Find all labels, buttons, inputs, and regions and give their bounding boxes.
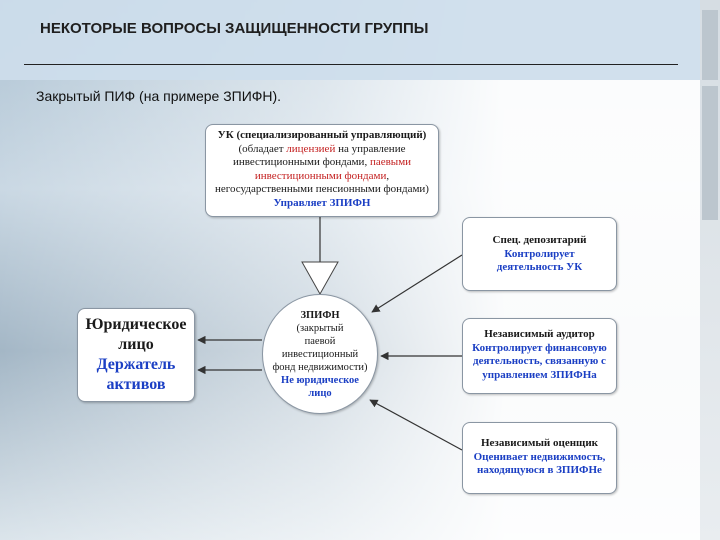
appraiser-arrow xyxy=(370,400,462,450)
auditor-line: Контролирует финансовую xyxy=(463,342,616,356)
uk-line-mutual: инвестиционными фондами, xyxy=(206,170,438,184)
auditor-line: управлением ЗПИФНа xyxy=(463,369,616,383)
depositary-line: деятельность УК xyxy=(463,261,616,275)
depositary-box: Спец. депозитарий Контролирует деятельно… xyxy=(462,217,617,291)
asset-holder-line: активов xyxy=(78,375,194,395)
asset-holder-line: Держатель xyxy=(78,355,194,375)
uk-title: УК (специализированный управляющий) xyxy=(206,129,438,143)
zpifn-line: паевой xyxy=(263,335,377,348)
uk-text: инвестиционными фондами, xyxy=(233,156,370,168)
uk-text: (обладает xyxy=(239,143,287,155)
zpifn-node: ЗПИФН (закрытый паевой инвестиционный фо… xyxy=(262,294,378,414)
appraiser-title: Независимый оценщик xyxy=(463,437,616,451)
legal-entity-box: Юридическое лицо Держатель активов xyxy=(77,308,195,402)
auditor-box: Независимый аудитор Контролирует финансо… xyxy=(462,318,617,394)
legal-entity-line: Юридическое xyxy=(78,315,194,335)
uk-box: УК (специализированный управляющий) (обл… xyxy=(205,124,439,217)
zpifn-title: ЗПИФН xyxy=(263,309,377,322)
depositary-title: Спец. депозитарий xyxy=(463,234,616,248)
zpifn-line: инвестиционный xyxy=(263,348,377,361)
zpifn-not-legal: Не юридическое xyxy=(263,374,377,387)
legal-entity-line: лицо xyxy=(78,335,194,355)
zpifn-not-legal: лицо xyxy=(263,387,377,400)
uk-mutual-highlight: инвестиционными фондами xyxy=(255,170,387,182)
uk-text: на управление xyxy=(335,143,405,155)
zpifn-line: (закрытый xyxy=(263,322,377,335)
auditor-line: деятельность, связанную с xyxy=(463,355,616,369)
uk-to-fund-triangle xyxy=(302,262,338,294)
uk-line-pension: негосударственными пенсионными фондами) xyxy=(206,183,438,197)
depositary-line: Контролирует xyxy=(463,248,616,262)
uk-line-license: (обладает лицензией на управление xyxy=(206,143,438,157)
appraiser-line: находящуюся в ЗПИФНе xyxy=(463,464,616,478)
uk-license-highlight: лицензией xyxy=(286,143,335,155)
uk-line-funds: инвестиционными фондами, паевыми xyxy=(206,156,438,170)
depositary-arrow xyxy=(372,255,462,312)
uk-manages: Управляет ЗПИФН xyxy=(206,197,438,211)
uk-text: , xyxy=(386,170,389,182)
appraiser-line: Оценивает недвижимость, xyxy=(463,451,616,465)
appraiser-box: Независимый оценщик Оценивает недвижимос… xyxy=(462,422,617,494)
zpifn-line: фонд недвижимости) xyxy=(263,361,377,374)
auditor-title: Независимый аудитор xyxy=(463,328,616,342)
uk-mutual-highlight: паевыми xyxy=(370,156,411,168)
